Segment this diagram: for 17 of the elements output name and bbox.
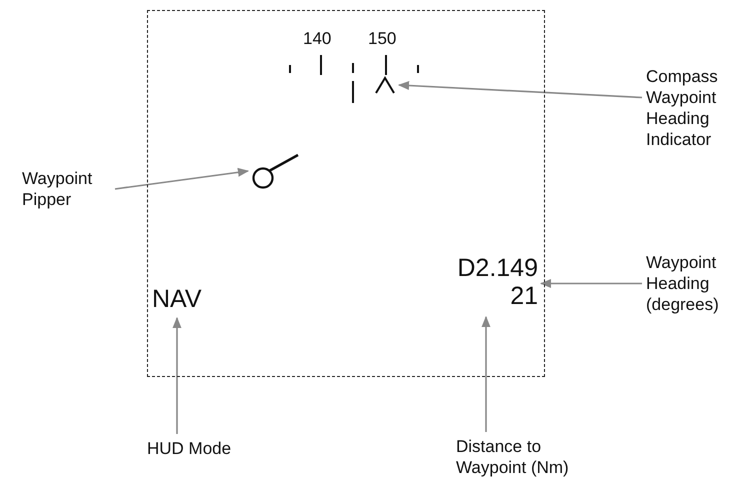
hud-readout: NAV [152, 285, 203, 313]
callout-label: Waypoint Heading (degrees) [646, 252, 720, 315]
arrow [398, 81, 642, 98]
callout-label: Compass Waypoint Heading Indicator [646, 66, 719, 150]
arrow [540, 279, 642, 288]
heading-caret-icon [374, 75, 396, 95]
arrow [172, 316, 182, 434]
hud-readout: D2.149 [456, 254, 538, 282]
arrow [482, 316, 490, 432]
scale-number: 150 [368, 29, 396, 49]
callout-label: Waypoint Pipper [22, 168, 94, 210]
hud-frame [147, 10, 545, 377]
hud-readout: 21 [509, 282, 538, 310]
arrow [114, 168, 250, 190]
scale-number: 140 [303, 29, 332, 49]
callout-label: Distance to Waypoint (Nm) [456, 436, 570, 478]
callout-label: HUD Mode [147, 438, 232, 459]
